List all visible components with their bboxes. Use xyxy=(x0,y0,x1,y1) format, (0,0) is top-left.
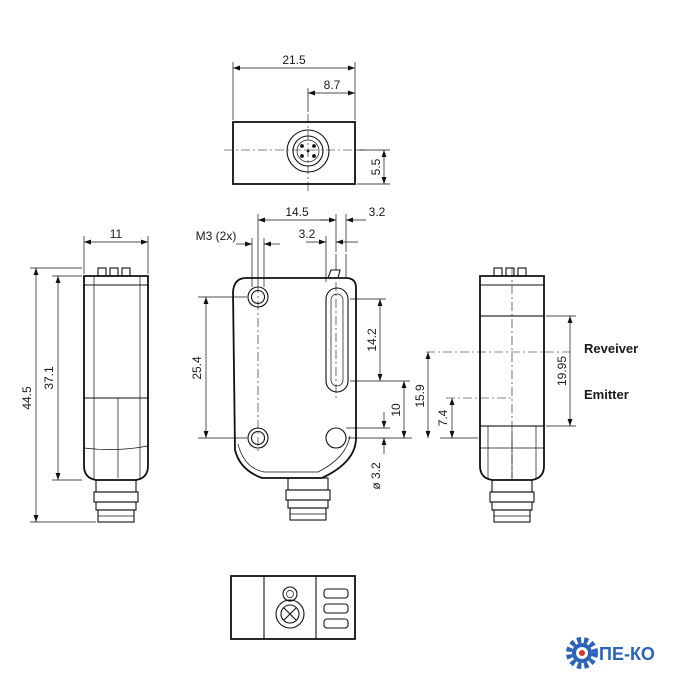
indicator-led-3 xyxy=(323,618,349,629)
dim-hole-diameter: ø 3.2 xyxy=(369,462,383,490)
indicator-led-1 xyxy=(323,588,349,599)
dim-emitter-height: 7.4 xyxy=(436,409,450,426)
dim-front-right: 3.2 xyxy=(369,205,386,219)
gear-icon xyxy=(566,637,598,669)
front-view: 14.5 3.2 3.2 M3 (2x) 25.4 14.2 10 15.9 xyxy=(190,205,431,521)
indicator-led-2 xyxy=(323,603,349,614)
dim-side-width: 11 xyxy=(110,227,123,241)
dim-hole-inset: 3.2 xyxy=(299,227,316,241)
dim-upper-lens: 14.2 xyxy=(365,328,379,352)
logo-text: ПЕ-КО xyxy=(599,644,655,664)
adjustment-knob xyxy=(275,599,305,629)
dim-thread: M3 (2x) xyxy=(196,229,237,243)
dim-lens-offset: 10 xyxy=(389,403,403,417)
right-side-view: 7.4 19.95 Reveiver Emitter xyxy=(426,267,638,523)
company-logo: ПЕ-КО xyxy=(566,637,655,669)
dim-body-height: 37.1 xyxy=(42,366,56,390)
dim-top-width: 21.5 xyxy=(282,53,306,67)
dim-hole-spacing: 25.4 xyxy=(190,356,204,380)
bottom-view xyxy=(230,575,356,640)
dim-receiver-height: 19.95 xyxy=(555,356,569,386)
left-side-view: 11 44.5 37.1 xyxy=(20,227,149,523)
receiver-label: Reveiver xyxy=(584,341,638,356)
dim-front-width: 14.5 xyxy=(285,205,309,219)
dim-top-height: 5.5 xyxy=(369,158,383,175)
dim-top-offset: 8.7 xyxy=(324,78,341,92)
dim-lens-total: 15.9 xyxy=(413,384,427,408)
lens-slot xyxy=(325,287,349,393)
lens-hole xyxy=(325,427,347,449)
connector-outer-ring xyxy=(286,129,330,173)
connector-pins xyxy=(300,144,316,158)
connector-inner-ring xyxy=(292,135,324,167)
emitter-label: Emitter xyxy=(584,387,629,402)
top-view: 21.5 8.7 5.5 xyxy=(224,53,390,192)
dim-total-height: 44.5 xyxy=(20,386,34,410)
